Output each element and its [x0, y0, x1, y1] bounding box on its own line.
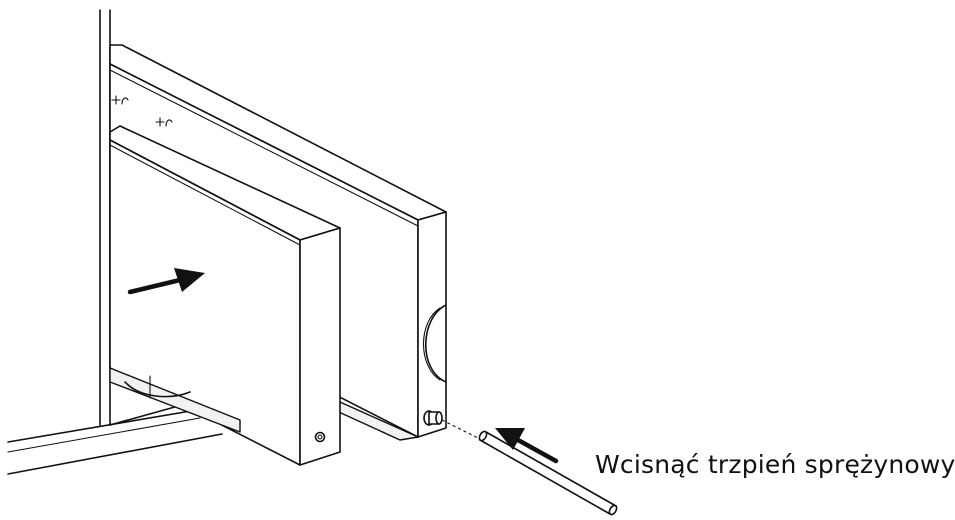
- floor-rails: [7, 399, 233, 475]
- instruction-caption: Wcisnąć trzpień sprężynowy: [595, 450, 955, 479]
- base-support: [109, 367, 241, 433]
- frame-post: [99, 9, 111, 426]
- spring-pin-housing: [423, 410, 483, 441]
- screw-symbol-icon: [111, 95, 173, 127]
- spring-pin-rod: [478, 430, 618, 516]
- arrow-right-icon: [127, 268, 205, 295]
- arrow-up-left-icon: [495, 428, 559, 464]
- front-panel: [109, 125, 341, 466]
